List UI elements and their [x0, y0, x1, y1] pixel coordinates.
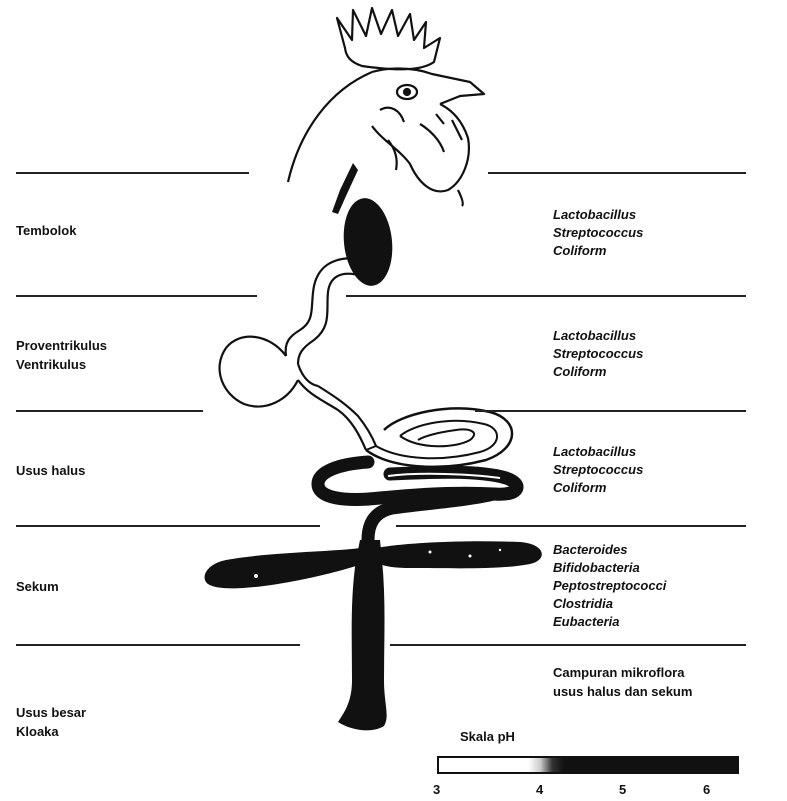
bacteria-name: Coliform — [553, 363, 643, 381]
section-label-line: Kloaka — [16, 722, 86, 741]
ph-tick-label: 5 — [619, 782, 626, 797]
section-label-sekum: Sekum — [16, 577, 59, 596]
bacteria-name: Streptococcus — [553, 224, 643, 242]
section-label-usus-halus: Usus halus — [16, 461, 85, 480]
bacteria-name: Peptostreptococci — [553, 577, 666, 595]
bacteria-name: Clostridia — [553, 595, 666, 613]
separator-line — [475, 410, 746, 412]
bacteria-name: Lactobacillus — [553, 327, 643, 345]
separator-line — [390, 644, 746, 646]
bacteria-list-proventrikulus: Lactobacillus Streptococcus Coliform — [553, 327, 643, 381]
separator-line — [16, 410, 203, 412]
ph-scale-bar — [437, 756, 739, 774]
chicken-head — [288, 8, 484, 206]
bacteria-name: Eubacteria — [553, 613, 666, 631]
separator-line — [346, 295, 746, 297]
bacteria-name: Streptococcus — [553, 461, 643, 479]
section-label-tembolok: Tembolok — [16, 221, 76, 240]
section-label-line: Usus besar — [16, 703, 86, 722]
bacteria-name: Bacteroides — [553, 541, 666, 559]
separator-line — [16, 295, 257, 297]
bacteria-list-tembolok: Lactobacillus Streptococcus Coliform — [553, 206, 643, 260]
bacteria-name: Bifidobacteria — [553, 559, 666, 577]
section-label-usus-besar: Usus besar Kloaka — [16, 703, 86, 741]
bacteria-name: Lactobacillus — [553, 443, 643, 461]
ph-tick-label: 4 — [536, 782, 543, 797]
separator-line — [16, 172, 249, 174]
mixed-microflora-note: Campuran mikroflora usus halus dan sekum — [553, 663, 692, 701]
crop-organ — [332, 163, 396, 288]
section-label-proventrikulus: Proventrikulus Ventrikulus — [16, 336, 107, 374]
bacteria-list-usus-halus: Lactobacillus Streptococcus Coliform — [553, 443, 643, 497]
small-intestine-coil — [318, 408, 517, 540]
bacteria-name: Lactobacillus — [553, 206, 643, 224]
mixed-microflora-line: Campuran mikroflora — [553, 663, 692, 682]
bacteria-name: Coliform — [553, 479, 643, 497]
separator-line — [16, 644, 300, 646]
section-label-line: Proventrikulus — [16, 336, 107, 355]
section-label-line: Ventrikulus — [16, 355, 107, 374]
esophagus-and-gizzard — [220, 258, 376, 450]
separator-line — [488, 172, 746, 174]
separator-line — [16, 525, 320, 527]
bacteria-list-sekum: Bacteroides Bifidobacteria Peptostreptoc… — [553, 541, 666, 631]
ph-tick-label: 6 — [703, 782, 710, 797]
ph-scale-title: Skala pH — [460, 729, 515, 744]
bacteria-name: Streptococcus — [553, 345, 643, 363]
separator-line — [396, 525, 746, 527]
mixed-microflora-line: usus halus dan sekum — [553, 682, 692, 701]
bacteria-name: Coliform — [553, 242, 643, 260]
ph-tick-label: 3 — [433, 782, 440, 797]
